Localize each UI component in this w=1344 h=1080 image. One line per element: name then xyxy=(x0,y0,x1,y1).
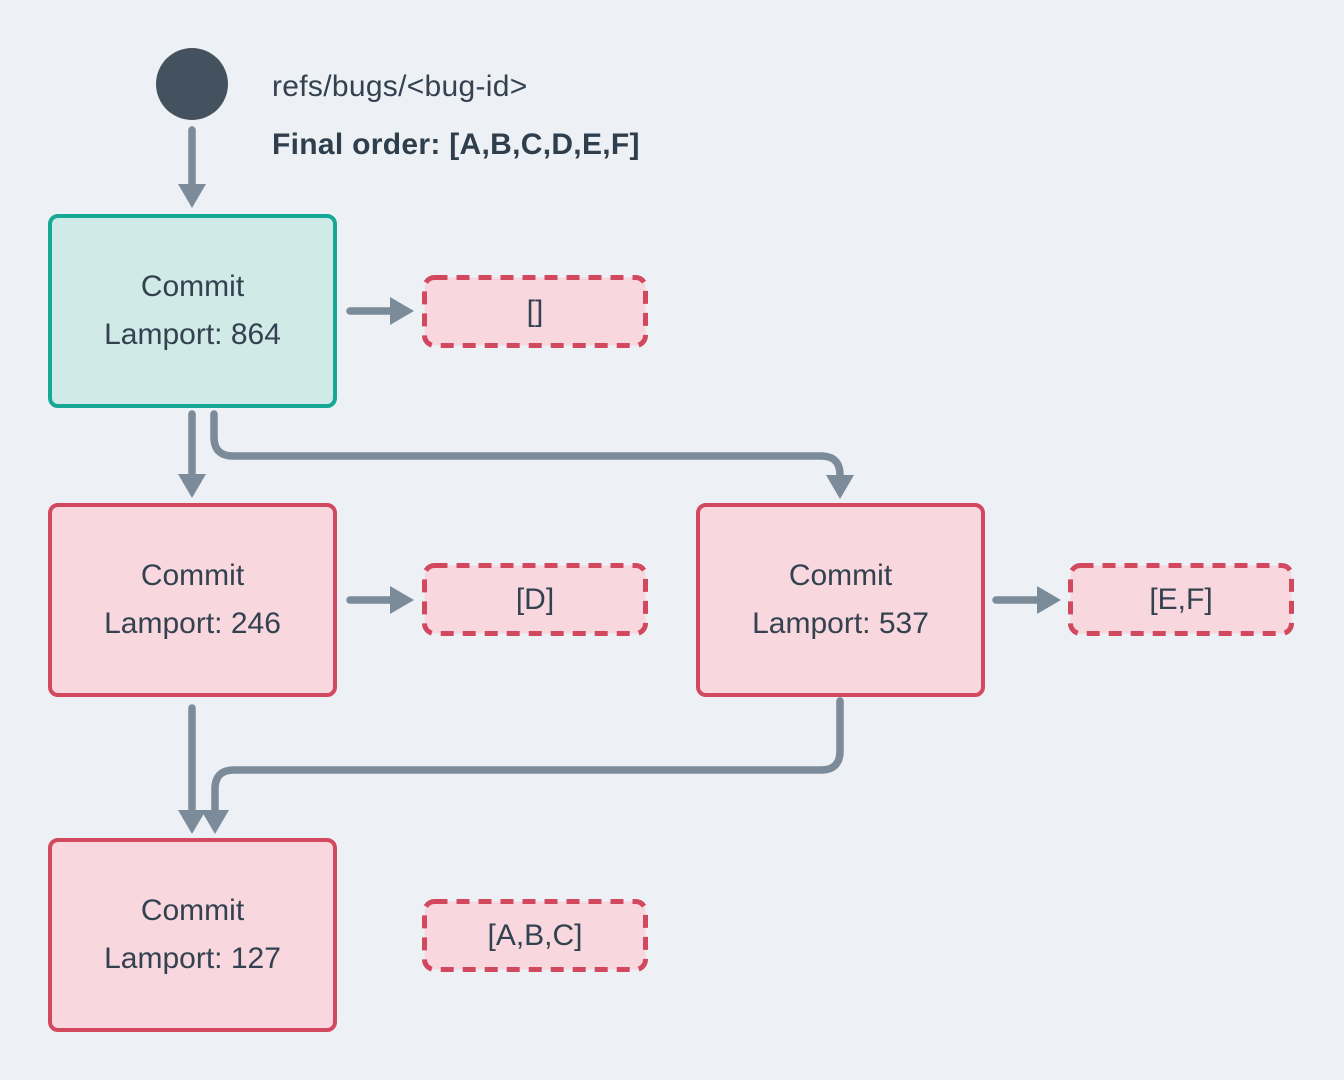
dashed-border xyxy=(422,275,648,348)
payload-label: [E,F] xyxy=(1149,582,1213,616)
dashed-border xyxy=(422,899,648,972)
arrow-commit-246-to-commit-127 xyxy=(178,704,206,834)
payload-box-127: [A,B,C] xyxy=(422,899,648,972)
arrow-commit-864-to-commit-537 xyxy=(210,410,854,499)
commit-node-246: Commit Lamport: 246 xyxy=(48,503,337,697)
arrow-commit-864-to-commit-246 xyxy=(178,410,206,498)
commit-lamport: Lamport: 246 xyxy=(104,607,281,640)
arrow-commit-537-to-payload xyxy=(992,586,1061,614)
commit-lamport: Lamport: 537 xyxy=(752,607,929,640)
payload-label: [A,B,C] xyxy=(487,918,583,952)
commit-node-537: Commit Lamport: 537 xyxy=(696,503,985,697)
branch-ref-label: refs/bugs/<bug-id> xyxy=(272,70,528,103)
commit-title: Commit xyxy=(140,559,245,592)
arrow-commit-864-to-payload xyxy=(346,297,414,325)
dashed-border xyxy=(1068,563,1294,636)
commit-lamport: Lamport: 864 xyxy=(104,318,281,351)
branch-ref-dot xyxy=(156,48,228,120)
commit-title: Commit xyxy=(140,894,245,927)
arrow-commit-537-to-commit-127 xyxy=(201,697,844,834)
dashed-border xyxy=(422,563,648,636)
payload-box-537: [E,F] xyxy=(1068,563,1294,636)
commit-node-864: Commit Lamport: 864 xyxy=(48,214,337,408)
payload-label: [D] xyxy=(515,582,555,616)
payload-box-864: [] xyxy=(422,275,648,348)
commit-lamport: Lamport: 127 xyxy=(104,942,281,975)
payload-box-246: [D] xyxy=(422,563,648,636)
commit-title: Commit xyxy=(140,270,245,303)
arrow-commit-246-to-payload xyxy=(346,586,414,614)
commit-title: Commit xyxy=(788,559,893,592)
arrow-ref-to-commit-864 xyxy=(178,126,206,208)
payload-label: [] xyxy=(526,294,544,328)
commit-node-127: Commit Lamport: 127 xyxy=(48,838,337,1032)
final-order-label: Final order: [A,B,C,D,E,F] xyxy=(272,128,640,161)
